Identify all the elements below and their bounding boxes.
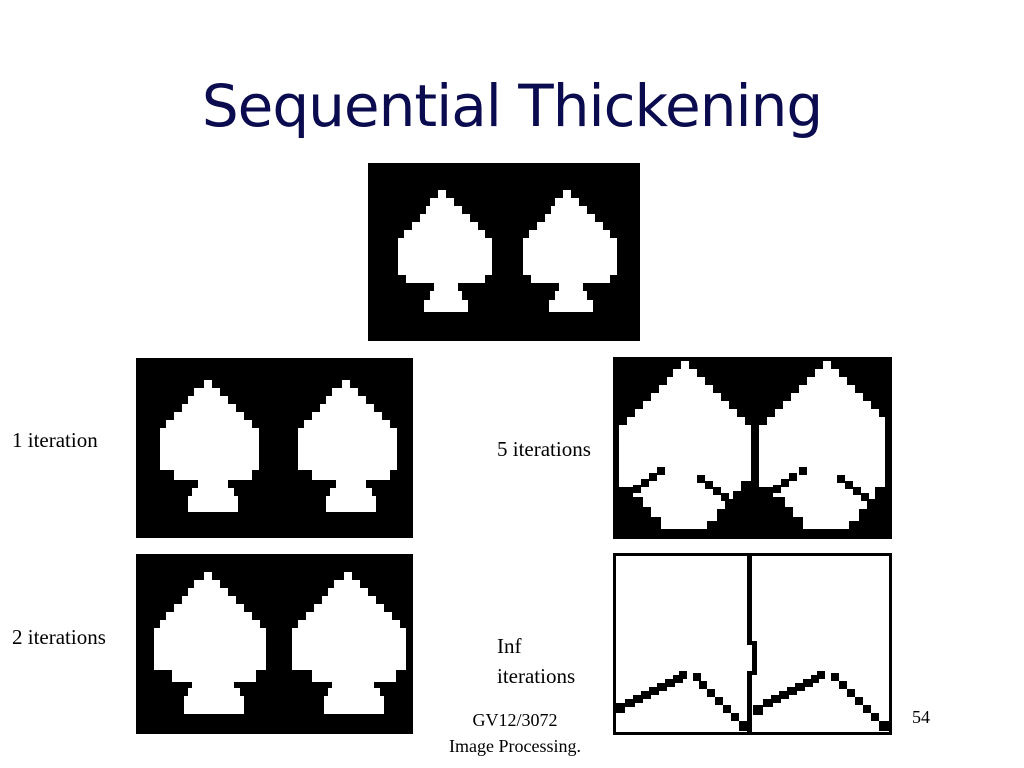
footer-course-name: Image Processing. — [449, 736, 581, 756]
label-inf-iterations: iterations — [497, 664, 576, 688]
label-5-iterations: 5 iterations — [497, 437, 591, 461]
label-1-iteration: 1 iteration — [12, 428, 98, 452]
label-2-iterations: 2 iterations — [12, 625, 106, 649]
slide-footer: GV12/3072 Image Processing. — [420, 707, 610, 759]
label-inf: Inf — [497, 634, 522, 658]
iteration-5-spades-image — [613, 357, 892, 539]
iteration-2-spades-image — [136, 554, 413, 734]
page-number: 54 — [912, 707, 930, 727]
original-spades-image — [368, 163, 640, 341]
iteration-inf-spades-image — [613, 553, 892, 735]
iteration-1-spades-image — [136, 358, 413, 538]
footer-course-code: GV12/3072 — [472, 710, 558, 730]
slide-title: Sequential Thickening — [201, 72, 823, 140]
